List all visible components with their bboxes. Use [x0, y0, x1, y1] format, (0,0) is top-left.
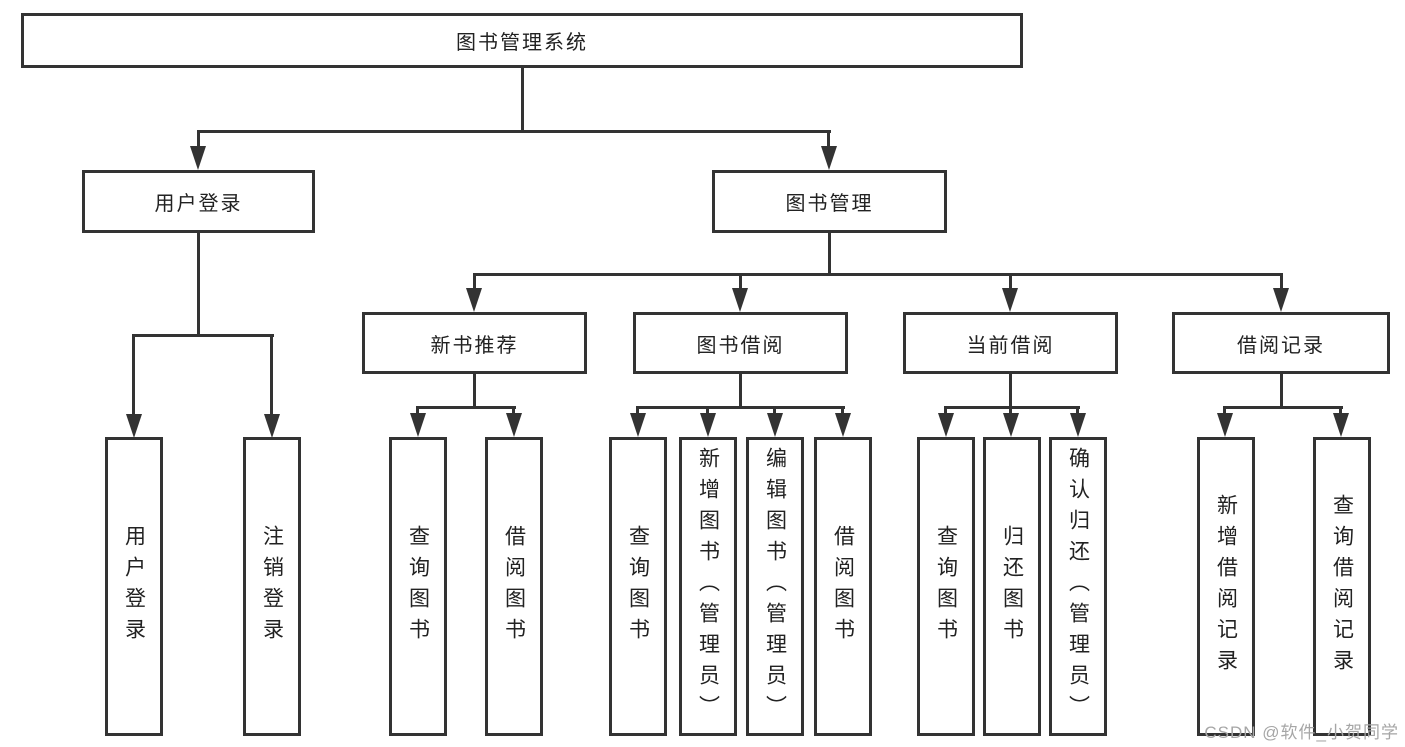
- connector-new-book-stem: [473, 374, 476, 409]
- connector-current-borrow-bus: [944, 406, 1080, 409]
- arrowhead-cb-return: [1003, 413, 1019, 437]
- leaf-current-confirm-return-admin: 确认归还（管理员）: [1049, 437, 1107, 736]
- connector-drop-br-add: [1223, 406, 1226, 416]
- leaf-recommend-borrow-books: 借阅图书: [485, 437, 543, 736]
- leaf-current-return-books: 归还图书: [983, 437, 1041, 736]
- connector-book-management-stem: [828, 233, 831, 276]
- connector-drop-cb-query: [944, 406, 947, 416]
- arrowhead-new-book: [466, 288, 482, 312]
- connector-drop-leaf-user-login: [132, 334, 135, 416]
- leaf-borrowing-borrow-books: 借阅图书: [814, 437, 872, 736]
- arrowhead-cb-query: [938, 413, 954, 437]
- leaf-logout: 注销登录: [243, 437, 301, 736]
- node-borrowing-records: 借阅记录: [1172, 312, 1390, 374]
- connector-root-stem: [521, 68, 524, 132]
- arrowhead-br-query: [1333, 413, 1349, 437]
- leaf-borrowing-query-books: 查询图书: [609, 437, 667, 736]
- connector-level3-bus: [473, 273, 1283, 276]
- arrowhead-bb-borrow: [835, 413, 851, 437]
- connector-drop-br-query: [1339, 406, 1342, 416]
- node-root: 图书管理系统: [21, 13, 1023, 68]
- connector-drop-cb-confirm: [1076, 406, 1079, 416]
- connector-drop-leaf-logout: [270, 334, 273, 416]
- arrowhead-leaf-user-login: [126, 414, 142, 438]
- leaf-current-query-books: 查询图书: [917, 437, 975, 736]
- leaf-borrowing-add-books-admin: 新增图书（管理员）: [679, 437, 737, 736]
- node-book-management: 图书管理: [712, 170, 947, 233]
- arrowhead-book-management: [821, 146, 837, 170]
- node-current-borrowing: 当前借阅: [903, 312, 1118, 374]
- arrowhead-bb-query: [630, 413, 646, 437]
- connector-drop-nb-borrow: [512, 406, 515, 416]
- arrowhead-borrow-records: [1273, 288, 1289, 312]
- connector-drop-book-management: [827, 130, 830, 148]
- arrowhead-user-login: [190, 146, 206, 170]
- arrowhead-bb-add: [700, 413, 716, 437]
- node-user-login: 用户登录: [82, 170, 315, 233]
- arrowhead-cb-confirm: [1070, 413, 1086, 437]
- watermark: CSDN @软件_小贺同学: [1204, 723, 1399, 742]
- connector-drop-bb-edit: [773, 406, 776, 416]
- connector-borrow-records-stem: [1280, 374, 1283, 409]
- leaf-records-add-record: 新增借阅记录: [1197, 437, 1255, 736]
- connector-drop-current-borrow: [1009, 273, 1012, 290]
- connector-user-login-stem: [197, 233, 200, 337]
- arrowhead-nb-query: [410, 413, 426, 437]
- connector-drop-book-borrow: [739, 273, 742, 290]
- connector-drop-nb-query: [416, 406, 419, 416]
- node-new-book-recommendation: 新书推荐: [362, 312, 587, 374]
- arrowhead-book-borrow: [732, 288, 748, 312]
- connector-level1-bus: [197, 130, 831, 133]
- arrowhead-br-add: [1217, 413, 1233, 437]
- connector-drop-bb-add: [706, 406, 709, 416]
- connector-current-borrow-stem: [1009, 374, 1012, 409]
- connector-drop-cb-return: [1009, 406, 1012, 416]
- connector-book-borrow-stem: [739, 374, 742, 409]
- node-book-borrowing: 图书借阅: [633, 312, 848, 374]
- arrowhead-bb-edit: [767, 413, 783, 437]
- connector-drop-new-book: [473, 273, 476, 290]
- connector-borrow-records-bus: [1223, 406, 1343, 409]
- connector-book-borrow-bus: [636, 406, 845, 409]
- leaf-borrowing-edit-books-admin: 编辑图书（管理员）: [746, 437, 804, 736]
- connector-drop-user-login: [197, 130, 200, 148]
- arrowhead-nb-borrow: [506, 413, 522, 437]
- connector-drop-bb-query: [636, 406, 639, 416]
- leaf-records-query-record: 查询借阅记录: [1313, 437, 1371, 736]
- arrowhead-current-borrow: [1002, 288, 1018, 312]
- connector-new-book-bus: [416, 406, 516, 409]
- connector-drop-bb-borrow: [841, 406, 844, 416]
- leaf-recommend-query-books: 查询图书: [389, 437, 447, 736]
- connector-drop-borrow-records: [1280, 273, 1283, 290]
- connector-user-login-bus: [132, 334, 274, 337]
- leaf-user-login: 用户登录: [105, 437, 163, 736]
- arrowhead-leaf-logout: [264, 414, 280, 438]
